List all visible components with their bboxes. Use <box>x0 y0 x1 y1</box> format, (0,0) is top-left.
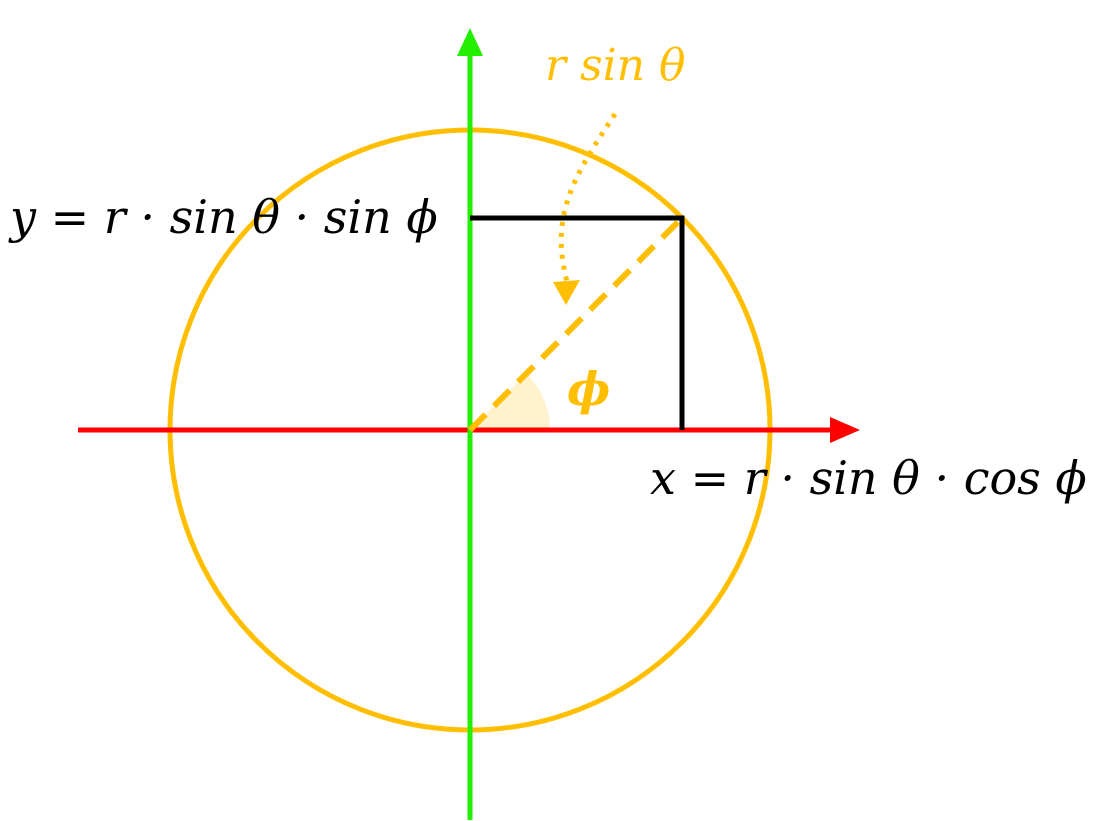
y-equation: y = r · sin θ · sin ϕ <box>8 190 438 244</box>
r-sin-theta-pointer-arrowhead <box>553 280 580 305</box>
phi-label: ϕ <box>567 362 610 416</box>
y-axis-arrowhead <box>457 28 483 56</box>
r-sin-theta-label: r sin θ <box>545 40 686 91</box>
projection-lines <box>470 215 685 430</box>
x-equation: x = r · sin θ · cos ϕ <box>650 451 1087 505</box>
radius-line <box>467 217 683 433</box>
phi-angle-wedge <box>470 373 551 430</box>
x-axis-arrowhead <box>830 417 860 443</box>
r-sin-theta-pointer-arrow <box>558 112 618 286</box>
